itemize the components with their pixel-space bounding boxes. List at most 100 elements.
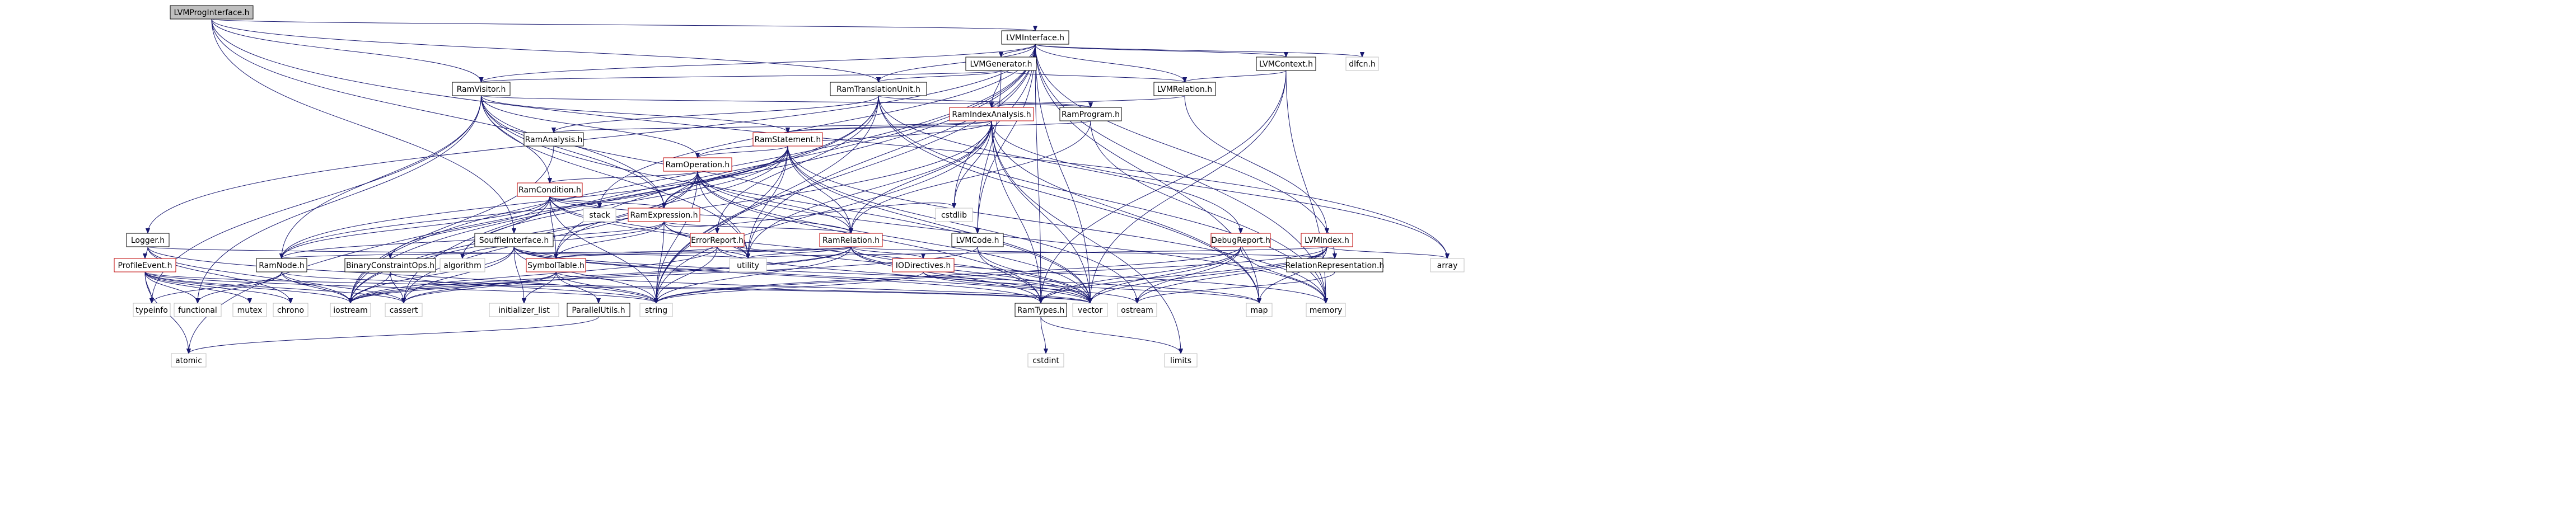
edge-lvminterface-to-lvmcontext xyxy=(1035,44,1286,58)
node-box-iostream xyxy=(330,303,371,317)
edge-root-to-ramexpression xyxy=(211,18,664,208)
node-box-ramprogram xyxy=(1059,107,1122,121)
edge-ramtranslation-to-ramprogram xyxy=(878,95,1091,108)
node-utility: utility xyxy=(729,258,767,272)
node-box-logger xyxy=(126,233,170,247)
edge-lvmindex-to-ramtypes xyxy=(1041,246,1327,303)
edge-ramprogram-to-ramrelation xyxy=(851,120,1091,233)
node-box-profileevent xyxy=(114,258,176,272)
node-array: array xyxy=(1430,258,1465,272)
node-box-ramoperation xyxy=(663,157,732,172)
node-profileevent[interactable]: ProfileEvent.h xyxy=(114,258,176,272)
node-label-debugreport: DebugReport.h xyxy=(1211,236,1270,245)
node-label-typeinfo: typeinfo xyxy=(135,306,168,315)
node-box-stack xyxy=(583,208,616,222)
edge-souffleinterface-to-initlist xyxy=(513,246,524,303)
node-logger[interactable]: Logger.h xyxy=(126,233,170,247)
node-algorithm: algorithm xyxy=(440,258,485,272)
node-root[interactable]: LVMProgInterface.h xyxy=(170,5,254,20)
node-atomic: atomic xyxy=(171,353,207,368)
edge-ramindexanalysis-to-ramanalysis xyxy=(554,120,992,133)
node-box-mutex xyxy=(232,303,267,317)
node-ramindexanalysis[interactable]: RamIndexAnalysis.h xyxy=(949,107,1034,121)
node-memory: memory xyxy=(1306,303,1346,317)
node-binaryconstraint[interactable]: BinaryConstraintOps.h xyxy=(344,258,436,272)
node-paralleltutils[interactable]: ParallelUtils.h xyxy=(567,303,630,317)
node-ramvisitor[interactable]: RamVisitor.h xyxy=(452,82,511,96)
edge-lvmindex-to-vector xyxy=(1090,246,1327,303)
node-label-dlfcn: dlfcn.h xyxy=(1349,60,1376,69)
edge-ramexpression-to-string xyxy=(656,221,665,303)
edge-souffleinterface-to-vector xyxy=(513,246,1090,304)
node-ramanalysis[interactable]: RamAnalysis.h xyxy=(523,132,584,147)
node-ramoperation[interactable]: RamOperation.h xyxy=(663,157,732,172)
edge-root-to-lvminterface xyxy=(211,18,1035,31)
edge-ramcondition-to-string xyxy=(549,196,656,303)
edge-symboltable-to-iostream xyxy=(350,271,557,304)
node-box-typeinfo xyxy=(133,303,171,317)
edge-ramtypes-to-cstdint xyxy=(1040,316,1046,354)
node-lvmgenerator[interactable]: LVMGenerator.h xyxy=(965,57,1037,71)
edge-lvmindex-to-map xyxy=(1259,246,1327,303)
node-iodirectives[interactable]: IODirectives.h xyxy=(892,258,955,272)
node-label-cstdint: cstdint xyxy=(1032,356,1059,365)
node-souffleinterface[interactable]: SouffleInterface.h xyxy=(474,233,554,247)
node-label-ramtypes: RamTypes.h xyxy=(1017,306,1064,315)
node-ramprogram[interactable]: RamProgram.h xyxy=(1059,107,1122,121)
node-symboltable[interactable]: SymbolTable.h xyxy=(526,258,586,272)
node-lvmindex[interactable]: LVMIndex.h xyxy=(1301,233,1353,247)
edge-ramrelation-to-cassert xyxy=(404,246,852,304)
edge-root-to-ramvisitor xyxy=(211,18,481,82)
node-box-lvmcode xyxy=(951,233,1004,247)
node-debugreport[interactable]: DebugReport.h xyxy=(1210,233,1271,247)
edge-ramoperation-to-string xyxy=(656,171,698,303)
node-label-symboltable: SymbolTable.h xyxy=(527,261,585,270)
node-box-iodirectives xyxy=(892,258,955,272)
node-box-relationrep xyxy=(1286,258,1383,272)
node-box-initlist xyxy=(489,303,559,317)
edge-ramcondition-to-ramrelation xyxy=(549,196,851,234)
node-label-ramtranslation: RamTranslationUnit.h xyxy=(836,85,920,94)
node-ramstatement[interactable]: RamStatement.h xyxy=(752,132,823,147)
node-ramexpression[interactable]: RamExpression.h xyxy=(628,208,700,222)
edge-errorreport-to-vector xyxy=(717,246,1090,304)
node-label-ramrelation: RamRelation.h xyxy=(822,236,880,245)
edge-lvminterface-to-lvmgenerator xyxy=(1001,44,1036,58)
node-box-lvmindex xyxy=(1301,233,1353,247)
node-box-lvmcontext xyxy=(1256,57,1316,71)
edge-ramstatement-to-ramexpression xyxy=(664,145,788,208)
edge-ramcondition-to-binaryconstraint xyxy=(390,196,550,258)
node-lvmrelation[interactable]: LVMRelation.h xyxy=(1153,82,1216,96)
node-label-ramstatement: RamStatement.h xyxy=(755,135,821,144)
edge-lvminterface-to-map xyxy=(1035,44,1259,303)
edge-symboltable-to-cassert xyxy=(404,271,557,304)
node-ramcondition[interactable]: RamCondition.h xyxy=(517,182,583,197)
edge-ramcondition-to-algorithm xyxy=(462,196,550,258)
node-label-logger: Logger.h xyxy=(131,236,165,245)
edge-lvmcode-to-iostream xyxy=(350,246,978,304)
node-box-ostream xyxy=(1117,303,1157,317)
node-label-algorithm: algorithm xyxy=(443,261,481,270)
node-ramnode[interactable]: RamNode.h xyxy=(256,258,307,272)
node-lvmcode[interactable]: LVMCode.h xyxy=(951,233,1004,247)
node-label-map: map xyxy=(1250,306,1268,315)
edge-ramexpression-to-symboltable xyxy=(556,221,665,259)
node-label-lvmindex: LVMIndex.h xyxy=(1305,236,1349,245)
node-label-binaryconstraint: BinaryConstraintOps.h xyxy=(346,261,434,270)
node-label-profileevent: ProfileEvent.h xyxy=(118,261,172,270)
node-box-binaryconstraint xyxy=(344,258,436,272)
edge-ramrelation-to-ramnode xyxy=(282,246,852,259)
node-errorreport[interactable]: ErrorReport.h xyxy=(690,233,745,247)
node-ramrelation[interactable]: RamRelation.h xyxy=(819,233,883,247)
edge-ramcondition-to-symboltable xyxy=(549,196,556,258)
node-ramtranslation[interactable]: RamTranslationUnit.h xyxy=(830,82,927,96)
edge-lvminterface-to-relationrep xyxy=(1035,44,1335,258)
node-relationrep[interactable]: RelationRepresentation.h xyxy=(1285,258,1385,272)
node-ramtypes[interactable]: RamTypes.h xyxy=(1014,303,1067,317)
edge-ramrelation-to-symboltable xyxy=(556,246,852,259)
node-lvminterface[interactable]: LVMInterface.h xyxy=(1001,30,1069,45)
node-lvmcontext[interactable]: LVMContext.h xyxy=(1256,57,1316,71)
edge-ramvisitor-to-vector xyxy=(481,95,1091,303)
node-box-string xyxy=(639,303,673,317)
